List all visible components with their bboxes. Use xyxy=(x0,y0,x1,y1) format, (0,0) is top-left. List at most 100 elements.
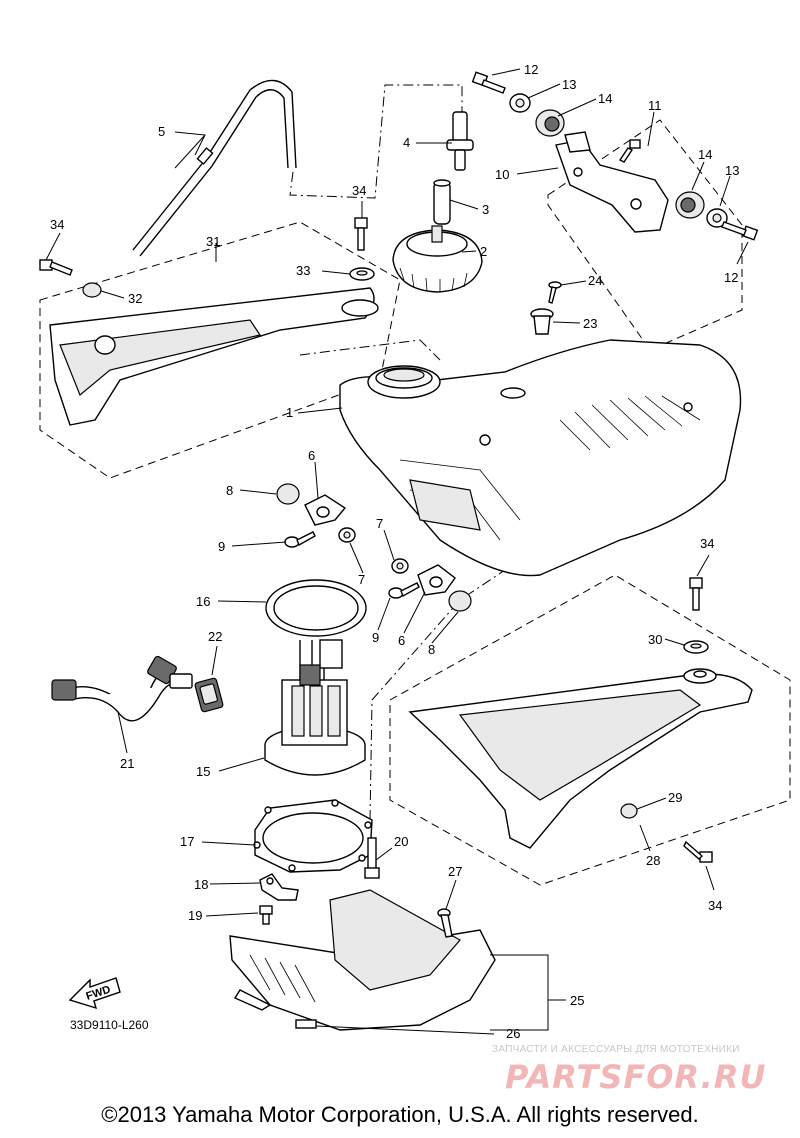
damper-14-right xyxy=(675,191,705,219)
screw-24 xyxy=(548,281,562,304)
part-label-21: 21 xyxy=(120,756,134,771)
pump-flange xyxy=(253,799,373,873)
part-label-13-right: 13 xyxy=(725,163,739,178)
bolt-34-left xyxy=(39,259,73,276)
bolt-12-top xyxy=(471,71,506,94)
collar-13-right xyxy=(706,208,728,228)
part-label-26: 26 xyxy=(506,1026,520,1041)
part-label-2: 2 xyxy=(480,244,487,259)
part-label-6-lower: 6 xyxy=(398,633,405,648)
leader-lines xyxy=(45,68,749,1035)
side-cover-left xyxy=(49,287,379,426)
part-label-34-left: 34 xyxy=(50,217,64,232)
fuel-pump xyxy=(264,639,366,776)
part-label-34-top: 34 xyxy=(352,183,366,198)
bolt-34-top xyxy=(354,217,368,251)
part-label-29: 29 xyxy=(668,790,682,805)
collar-13-left xyxy=(509,93,531,113)
part-label-1: 1 xyxy=(286,405,293,420)
watermark-caption: ЗАПЧАСТИ И АКСЕССУАРЫ ДЛЯ МОТОТЕХНИКИ xyxy=(492,1044,740,1055)
damper-8-lower xyxy=(448,590,472,612)
part-label-13-top: 13 xyxy=(562,77,576,92)
part-label-17: 17 xyxy=(180,834,194,849)
part-label-7-upper: 7 xyxy=(376,516,383,531)
part-label-22: 22 xyxy=(208,629,222,644)
fuel-tank xyxy=(339,339,742,577)
screw-19 xyxy=(259,905,273,925)
screw-9-upper xyxy=(284,531,316,548)
part-label-9-lower: 9 xyxy=(372,630,379,645)
screw-27 xyxy=(437,908,453,938)
bracket-18 xyxy=(259,873,299,901)
grommet-29 xyxy=(620,803,638,819)
breather-fitting xyxy=(446,111,474,171)
screw-9-lower xyxy=(388,582,420,599)
damper-8-upper xyxy=(276,483,300,505)
routing-line-5 xyxy=(289,84,463,199)
part-label-5: 5 xyxy=(158,124,165,139)
part-label-27: 27 xyxy=(448,864,462,879)
routing-line-tank xyxy=(299,339,441,361)
part-label-15: 15 xyxy=(196,764,210,779)
bracket-6-upper xyxy=(304,494,347,526)
part-label-16: 16 xyxy=(196,594,210,609)
pump-gasket xyxy=(265,579,367,637)
part-label-6-upper: 6 xyxy=(308,448,315,463)
part-label-12-top: 12 xyxy=(524,62,538,77)
part-label-4: 4 xyxy=(403,135,410,150)
bracket-6-lower xyxy=(417,564,456,596)
part-label-28: 28 xyxy=(646,853,660,868)
connector-22 xyxy=(194,677,224,713)
part-label-12-bottom: 12 xyxy=(724,270,738,285)
side-cover-right xyxy=(408,668,753,849)
fuel-cap xyxy=(392,225,483,293)
routing-line-15 xyxy=(369,559,521,821)
grommet-32 xyxy=(82,282,102,298)
group-outline-28 xyxy=(389,574,791,886)
part-label-30: 30 xyxy=(648,632,662,647)
fuel-hose xyxy=(51,655,193,722)
tank-bracket xyxy=(555,131,669,233)
bolt-20 xyxy=(364,837,380,879)
part-label-32: 32 xyxy=(128,291,142,306)
bolt-34-right-top xyxy=(689,577,703,611)
part-label-11: 11 xyxy=(648,98,662,113)
bolt-34-right-bottom xyxy=(683,840,713,863)
part-label-8-upper: 8 xyxy=(226,483,233,498)
group-outline-10 xyxy=(547,119,743,351)
part-label-25: 25 xyxy=(570,993,584,1008)
lower-guard xyxy=(229,889,496,1031)
washer-33 xyxy=(349,267,375,281)
part-label-34-right-bottom: 34 xyxy=(708,898,722,913)
part-label-23: 23 xyxy=(583,316,597,331)
part-label-33: 33 xyxy=(296,263,310,278)
part-label-10: 10 xyxy=(495,167,509,182)
collar-7-lower xyxy=(391,558,409,574)
breather-pipe xyxy=(433,179,451,225)
part-labels: 1 2 3 4 5 6 6 7 7 8 8 9 9 10 11 12 12 13… xyxy=(50,62,739,1041)
part-label-19: 19 xyxy=(188,908,202,923)
damper-14-left xyxy=(535,109,565,137)
watermark-logo: PARTSFOR.RU xyxy=(505,1058,767,1096)
part-label-18: 18 xyxy=(194,877,208,892)
collar-7-upper xyxy=(338,527,356,543)
bolt-11 xyxy=(618,139,641,163)
part-label-8-lower: 8 xyxy=(428,642,435,657)
part-label-3: 3 xyxy=(482,202,489,217)
part-label-14-right: 14 xyxy=(698,147,712,162)
group-outline-31 xyxy=(39,221,401,479)
forward-arrow: FWD xyxy=(68,977,121,1010)
drawing-code: 33D9110-L260 xyxy=(70,1018,149,1032)
part-label-31: 31 xyxy=(206,234,220,249)
washer-30 xyxy=(683,640,709,654)
part-label-9-upper: 9 xyxy=(218,539,225,554)
part-label-14-top: 14 xyxy=(598,91,612,106)
breather-hose xyxy=(132,79,297,257)
part-label-34-right-top: 34 xyxy=(700,536,714,551)
part-label-7-lower: 7 xyxy=(358,572,365,587)
part-label-24: 24 xyxy=(588,273,602,288)
bolt-12-bottom xyxy=(721,221,759,241)
collar-23 xyxy=(530,308,554,335)
copyright-notice: ©2013 Yamaha Motor Corporation, U.S.A. A… xyxy=(101,1102,699,1127)
